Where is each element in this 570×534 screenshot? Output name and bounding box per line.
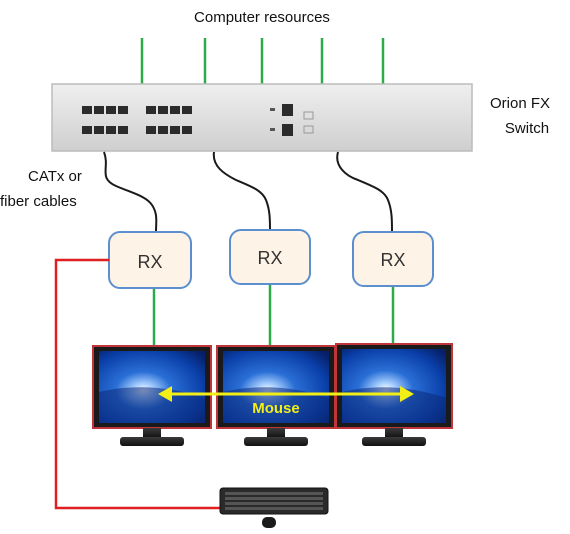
cables-label-line2: fiber cables <box>0 193 77 210</box>
rx-receiver-1: RX <box>108 231 192 289</box>
rx-label: RX <box>257 248 282 268</box>
catx-cable <box>103 151 158 233</box>
switch-ports-left <box>82 106 192 134</box>
rx-label: RX <box>380 250 405 270</box>
rx-monitor-links <box>152 285 395 346</box>
mouse-label: Mouse <box>252 400 300 417</box>
monitor-icon <box>216 345 336 446</box>
network-switch-icon <box>51 83 473 152</box>
rx-receiver-3: RX <box>352 231 434 287</box>
switch-ports-right <box>270 104 314 136</box>
computer-resources-label: Computer resources <box>194 9 330 26</box>
catx-cable <box>336 151 393 233</box>
switch-name-line2: Switch <box>505 120 549 137</box>
monitor-icon <box>92 345 212 446</box>
cables-label-line1: CATx or <box>28 168 82 185</box>
mouse-roaming-arrow <box>158 386 414 402</box>
rx-label: RX <box>137 252 162 272</box>
computer-uplinks <box>140 38 385 85</box>
keyboard-cable <box>54 258 220 510</box>
monitor-icon <box>335 343 453 446</box>
rx-receiver-2: RX <box>229 229 311 285</box>
switch-name-line1: Orion FX <box>490 95 550 112</box>
catx-cable <box>212 151 271 231</box>
keyboard-icon <box>219 487 329 528</box>
catx-cables <box>103 151 393 233</box>
